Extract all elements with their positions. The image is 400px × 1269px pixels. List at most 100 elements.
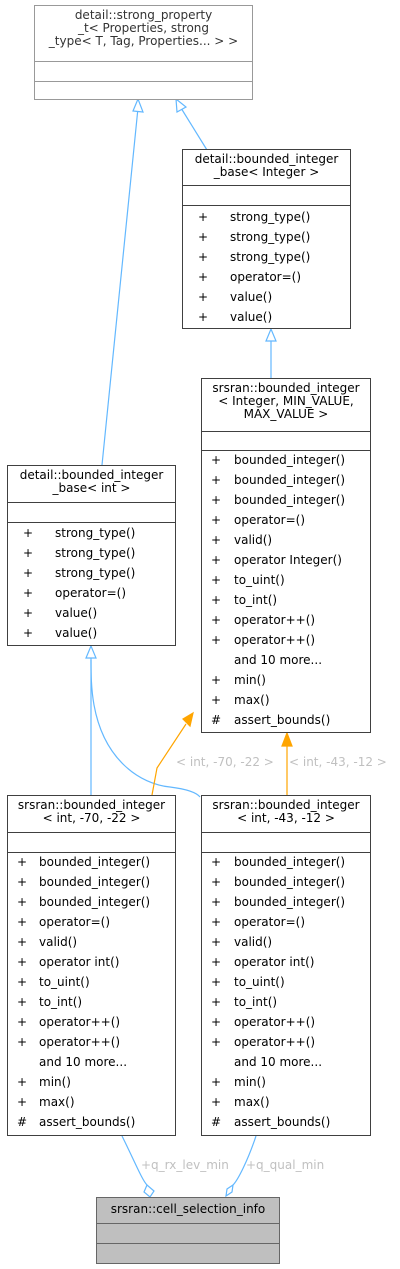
member-row[interactable]: +strong_type() <box>183 247 350 267</box>
class-box-bounded-integer-base-int[interactable]: detail::bounded_integer _base< int > +st… <box>7 465 176 646</box>
separator <box>97 1223 279 1224</box>
member-row[interactable]: +bounded_integer() <box>8 872 175 892</box>
member-name: value() <box>55 606 98 620</box>
member-visibility: + <box>210 1035 222 1049</box>
member-name: to_uint() <box>39 975 90 989</box>
class-title: srsran::cell_selection_info <box>97 1198 279 1216</box>
member-visibility: + <box>16 915 28 929</box>
member-visibility: + <box>22 566 34 580</box>
member-row[interactable]: +operator int() <box>8 952 175 972</box>
member-row[interactable]: +value() <box>8 623 175 643</box>
class-box-bounded-integer-43-12[interactable]: srsran::bounded_integer < int, -43, -12 … <box>201 795 371 1136</box>
member-row[interactable]: +to_uint() <box>8 972 175 992</box>
member-row[interactable]: +valid() <box>8 932 175 952</box>
member-row[interactable]: +operator++() <box>202 610 370 630</box>
member-row[interactable]: +operator++() <box>8 1032 175 1052</box>
member-row[interactable]: +operator=() <box>8 912 175 932</box>
member-name: strong_type() <box>55 566 136 580</box>
member-row[interactable]: +strong_type() <box>8 523 175 543</box>
separator <box>8 852 175 853</box>
member-row[interactable]: +bounded_integer() <box>202 872 370 892</box>
member-row[interactable]: and 10 more... <box>8 1052 175 1072</box>
member-visibility: + <box>210 513 222 527</box>
member-row[interactable]: +to_uint() <box>202 972 370 992</box>
member-visibility: + <box>16 955 28 969</box>
member-name: and 10 more... <box>234 1055 323 1069</box>
member-row[interactable]: +bounded_integer() <box>202 852 370 872</box>
composition-diamond <box>225 1183 234 1198</box>
member-row[interactable]: and 10 more... <box>202 1052 370 1072</box>
member-name: bounded_integer() <box>234 453 346 467</box>
member-visibility: + <box>210 553 222 567</box>
class-box-bounded-integer-70-22[interactable]: srsran::bounded_integer < int, -70, -22 … <box>7 795 176 1136</box>
member-row[interactable]: +max() <box>202 1092 370 1112</box>
member-row[interactable]: + operator=() <box>202 510 370 530</box>
member-edge-q-qual-min <box>232 1135 257 1186</box>
member-row[interactable]: +strong_type() <box>183 227 350 247</box>
title-line: _type< T, Tag, Properties... > > <box>48 34 239 48</box>
member-row[interactable]: +bounded_integer() <box>202 892 370 912</box>
member-row[interactable]: +to_int() <box>202 992 370 1012</box>
member-row[interactable]: and 10 more... <box>202 650 370 670</box>
separator <box>8 832 175 833</box>
member-row[interactable]: #assert_bounds() <box>202 1112 370 1132</box>
member-row[interactable]: +bounded_integer() <box>8 892 175 912</box>
separator <box>202 450 370 451</box>
class-box-cell-selection-info[interactable]: srsran::cell_selection_info <box>96 1197 280 1264</box>
member-row[interactable]: +bounded_integer() <box>8 852 175 872</box>
member-row[interactable]: +operator++() <box>202 1012 370 1032</box>
member-visibility: # <box>210 713 222 727</box>
member-row[interactable]: +bounded_integer() <box>202 470 370 490</box>
member-row[interactable]: + strong_type() <box>8 563 175 583</box>
member-visibility: + <box>22 546 34 560</box>
title-line: < int, -43, -12 > <box>237 811 335 825</box>
member-row[interactable]: +value() <box>183 287 350 307</box>
separator <box>202 852 370 853</box>
member-row[interactable]: #assert_bounds() <box>8 1112 175 1132</box>
member-visibility: + <box>22 586 34 600</box>
member-name: operator=() <box>234 513 306 527</box>
member-row[interactable]: +to_uint() <box>202 570 370 590</box>
member-visibility: + <box>210 533 222 547</box>
member-row[interactable]: +value() <box>8 603 175 623</box>
member-visibility: + <box>197 250 209 264</box>
member-row[interactable]: +bounded_integer() <box>202 490 370 510</box>
member-row[interactable]: #assert_bounds() <box>202 710 370 730</box>
class-box-strong-property[interactable]: detail::strong_property _t< Properties, … <box>34 5 253 100</box>
member-row[interactable]: +strong_type() <box>8 543 175 563</box>
member-row[interactable]: +value() <box>183 307 350 327</box>
member-row[interactable]: + max() <box>202 690 370 710</box>
member-row[interactable]: +operator=() <box>8 583 175 603</box>
member-row[interactable]: +operator++() <box>8 1012 175 1032</box>
member-name: bounded_integer() <box>234 875 346 889</box>
member-row[interactable]: +to_int() <box>202 590 370 610</box>
member-row[interactable]: +operator=() <box>183 267 350 287</box>
member-row[interactable]: +operator=() <box>202 912 370 932</box>
class-title: detail::bounded_integer _base< int > <box>8 466 175 495</box>
member-row[interactable]: +operator++() <box>202 630 370 650</box>
class-box-bounded-integer-template[interactable]: srsran::bounded_integer < Integer, MIN_V… <box>201 378 371 733</box>
member-row[interactable]: + operator++() <box>202 1032 370 1052</box>
member-row[interactable]: +bounded_integer() <box>202 450 370 470</box>
member-row[interactable]: +min() <box>202 1072 370 1092</box>
member-visibility: + <box>210 693 222 707</box>
member-name: operator++() <box>39 1015 121 1029</box>
member-row[interactable]: +operator int() <box>202 952 370 972</box>
member-row[interactable]: +max() <box>8 1092 175 1112</box>
member-row[interactable]: +min() <box>8 1072 175 1092</box>
class-box-bounded-integer-base-integer[interactable]: detail::bounded_integer _base< Integer >… <box>182 149 351 329</box>
member-row[interactable]: +strong_type() <box>183 207 350 227</box>
class-title: srsran::bounded_integer < int, -70, -22 … <box>8 796 175 825</box>
member-row[interactable]: +valid() <box>202 932 370 952</box>
member-visibility: # <box>210 1115 222 1129</box>
member-visibility: + <box>16 1075 28 1089</box>
member-name: max() <box>234 693 270 707</box>
separator <box>202 431 370 432</box>
member-row[interactable]: +operator Integer() <box>202 550 370 570</box>
member-visibility: + <box>210 1095 222 1109</box>
title-line: detail::bounded_integer <box>194 152 339 166</box>
member-row[interactable]: +min() <box>202 670 370 690</box>
member-row[interactable]: +valid() <box>202 530 370 550</box>
member-name: operator++() <box>234 1035 316 1049</box>
member-row[interactable]: +to_int() <box>8 992 175 1012</box>
